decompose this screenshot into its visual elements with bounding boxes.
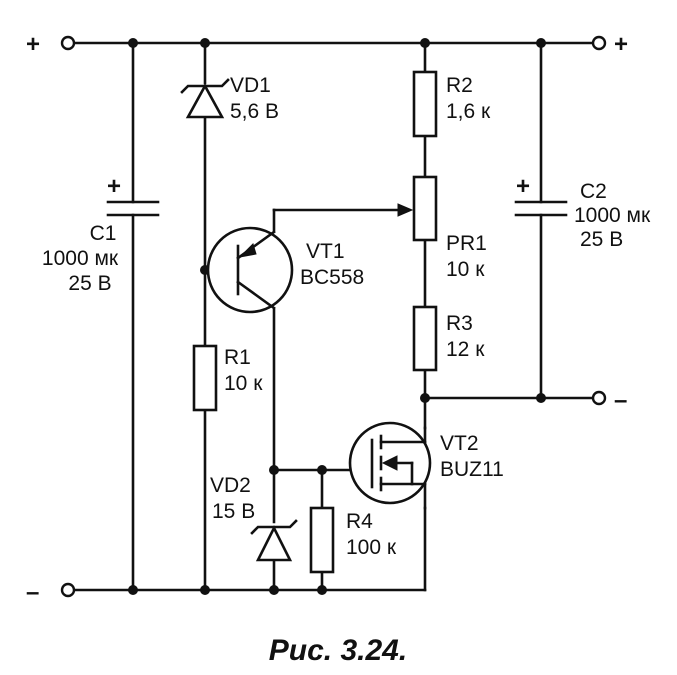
r3-ref: R3 xyxy=(446,312,473,335)
r1-value: 10 к xyxy=(224,372,263,395)
junction-dots xyxy=(128,38,546,595)
mosfet-vt2: VT2 BUZ11 xyxy=(348,421,504,510)
c1-voltage: 25 В xyxy=(68,272,111,295)
r2-ref: R2 xyxy=(446,74,473,97)
resistor-r2: R2 1,6 к xyxy=(412,70,491,138)
r4-value: 100 к xyxy=(346,536,397,559)
potentiometer-pr1: PR1 10 к xyxy=(397,175,487,281)
vt1-value: BC558 xyxy=(300,266,364,289)
pr1-value: 10 к xyxy=(446,258,485,281)
c2-voltage: 25 В xyxy=(580,228,623,251)
right-plus-sign: + xyxy=(614,31,628,58)
c2-value: 1000 мк xyxy=(574,204,651,227)
capacitor-c2: + C2 1000 мк 25 В xyxy=(514,173,651,251)
zener-diode-vd1: VD1 5,6 В xyxy=(180,74,279,123)
vd1-ref: VD1 xyxy=(230,74,271,97)
figure-caption: Рис. 3.24. xyxy=(269,634,407,667)
vd2-value: 15 В xyxy=(212,500,255,523)
pr1-ref: PR1 xyxy=(446,232,487,255)
vt1-ref: VT1 xyxy=(306,240,345,263)
r4-ref: R4 xyxy=(346,510,373,533)
c1-value: 1000 мк xyxy=(42,247,119,270)
resistor-r1: R1 10 к xyxy=(192,344,263,412)
vt2-value: BUZ11 xyxy=(440,458,504,481)
c2-ref: C2 xyxy=(580,180,607,203)
left-plus-sign: + xyxy=(26,31,40,58)
zener-diode-vd2: VD2 15 В xyxy=(210,474,298,562)
capacitor-c1: + C1 1000 мк 25 В xyxy=(42,173,160,295)
transistor-vt1: VT1 BC558 xyxy=(206,226,364,314)
r2-value: 1,6 к xyxy=(446,100,491,123)
r1-ref: R1 xyxy=(224,346,251,369)
terminals: + – + – xyxy=(26,31,628,606)
vd2-ref: VD2 xyxy=(210,474,251,497)
vd1-value: 5,6 В xyxy=(230,100,279,123)
right-minus-sign: – xyxy=(614,387,627,414)
c1-ref: C1 xyxy=(90,222,117,245)
left-minus-sign: – xyxy=(26,579,39,606)
c1-polarity-sign: + xyxy=(107,173,121,200)
resistor-r4: R4 100 к xyxy=(309,506,397,574)
c2-polarity-sign: + xyxy=(516,173,530,200)
vt2-ref: VT2 xyxy=(440,432,479,455)
resistor-r3: R3 12 к xyxy=(412,305,485,372)
r3-value: 12 к xyxy=(446,338,485,361)
